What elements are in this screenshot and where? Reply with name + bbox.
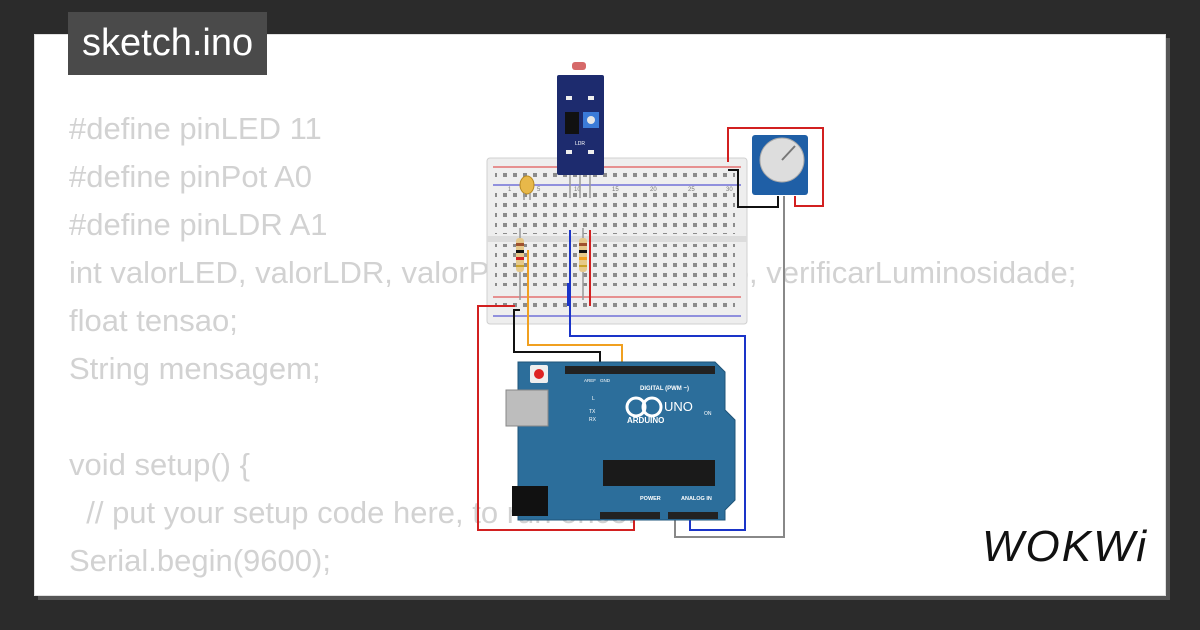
resistor — [516, 228, 524, 300]
wire-gray — [674, 196, 785, 538]
breadboard-col-number: 25 — [688, 187, 695, 193]
code-line: #define pinPot A0 — [69, 159, 313, 194]
board-rx: RX — [589, 417, 597, 423]
sensor-label: LDR — [575, 141, 585, 147]
led — [519, 175, 535, 200]
board-brand: ARDUINO — [627, 416, 664, 425]
board-aref: AREF — [584, 378, 596, 383]
file-tab[interactable]: sketch.ino — [68, 12, 268, 75]
breadboard-col-number: 20 — [650, 187, 657, 193]
ldr-sensor-module: LDR — [557, 62, 604, 198]
board-tx: TX — [589, 409, 596, 415]
breadboard-col-number: 1 — [508, 187, 512, 193]
wire-red — [477, 305, 635, 531]
board-digital-label: DIGITAL (PWM ~) — [640, 386, 689, 392]
code-line: pinMode(pinLED, OUTPUT); — [69, 585, 1076, 595]
code-line: void setup() { — [69, 447, 250, 482]
wire-red-3 — [727, 127, 824, 207]
code-preview: #define pinLED 11 #define pinPot A0 #defin… — [69, 105, 1076, 595]
wire-blue — [569, 230, 746, 531]
code-line: #define pinLDR A1 — [69, 207, 328, 242]
code-line: float tensao; — [69, 303, 238, 338]
wire-orange — [527, 250, 623, 370]
wire-black-2 — [728, 169, 779, 208]
code-line: String mensagem; — [69, 351, 321, 386]
board-power-label: POWER — [640, 496, 661, 502]
wires — [477, 127, 824, 538]
board-gnd: GND — [600, 378, 611, 383]
code-line: Serial.begin(9600); — [69, 543, 331, 578]
breadboard-col-number: 10 — [574, 187, 581, 193]
code-line: #define pinLED 11 — [69, 111, 322, 146]
wire-black — [513, 309, 601, 370]
board-l: L — [592, 396, 595, 402]
board-model: UNO — [664, 399, 693, 414]
breadboard: 1 5 10 15 20 25 30 — [486, 157, 748, 325]
breadboard-col-number: 15 — [612, 187, 619, 193]
resistor — [579, 228, 587, 300]
potentiometer — [752, 135, 808, 195]
arduino-uno-board: ARDUINO UNO DIGITAL (PWM ~) POWER ANALOG… — [505, 361, 736, 521]
breadboard-col-number: 30 — [726, 187, 733, 193]
breadboard-col-number: 5 — [537, 187, 541, 193]
board-analog-label: ANALOG IN — [681, 496, 712, 502]
wokwi-logo: WOKWi — [981, 522, 1148, 571]
board-on: ON — [704, 411, 712, 417]
